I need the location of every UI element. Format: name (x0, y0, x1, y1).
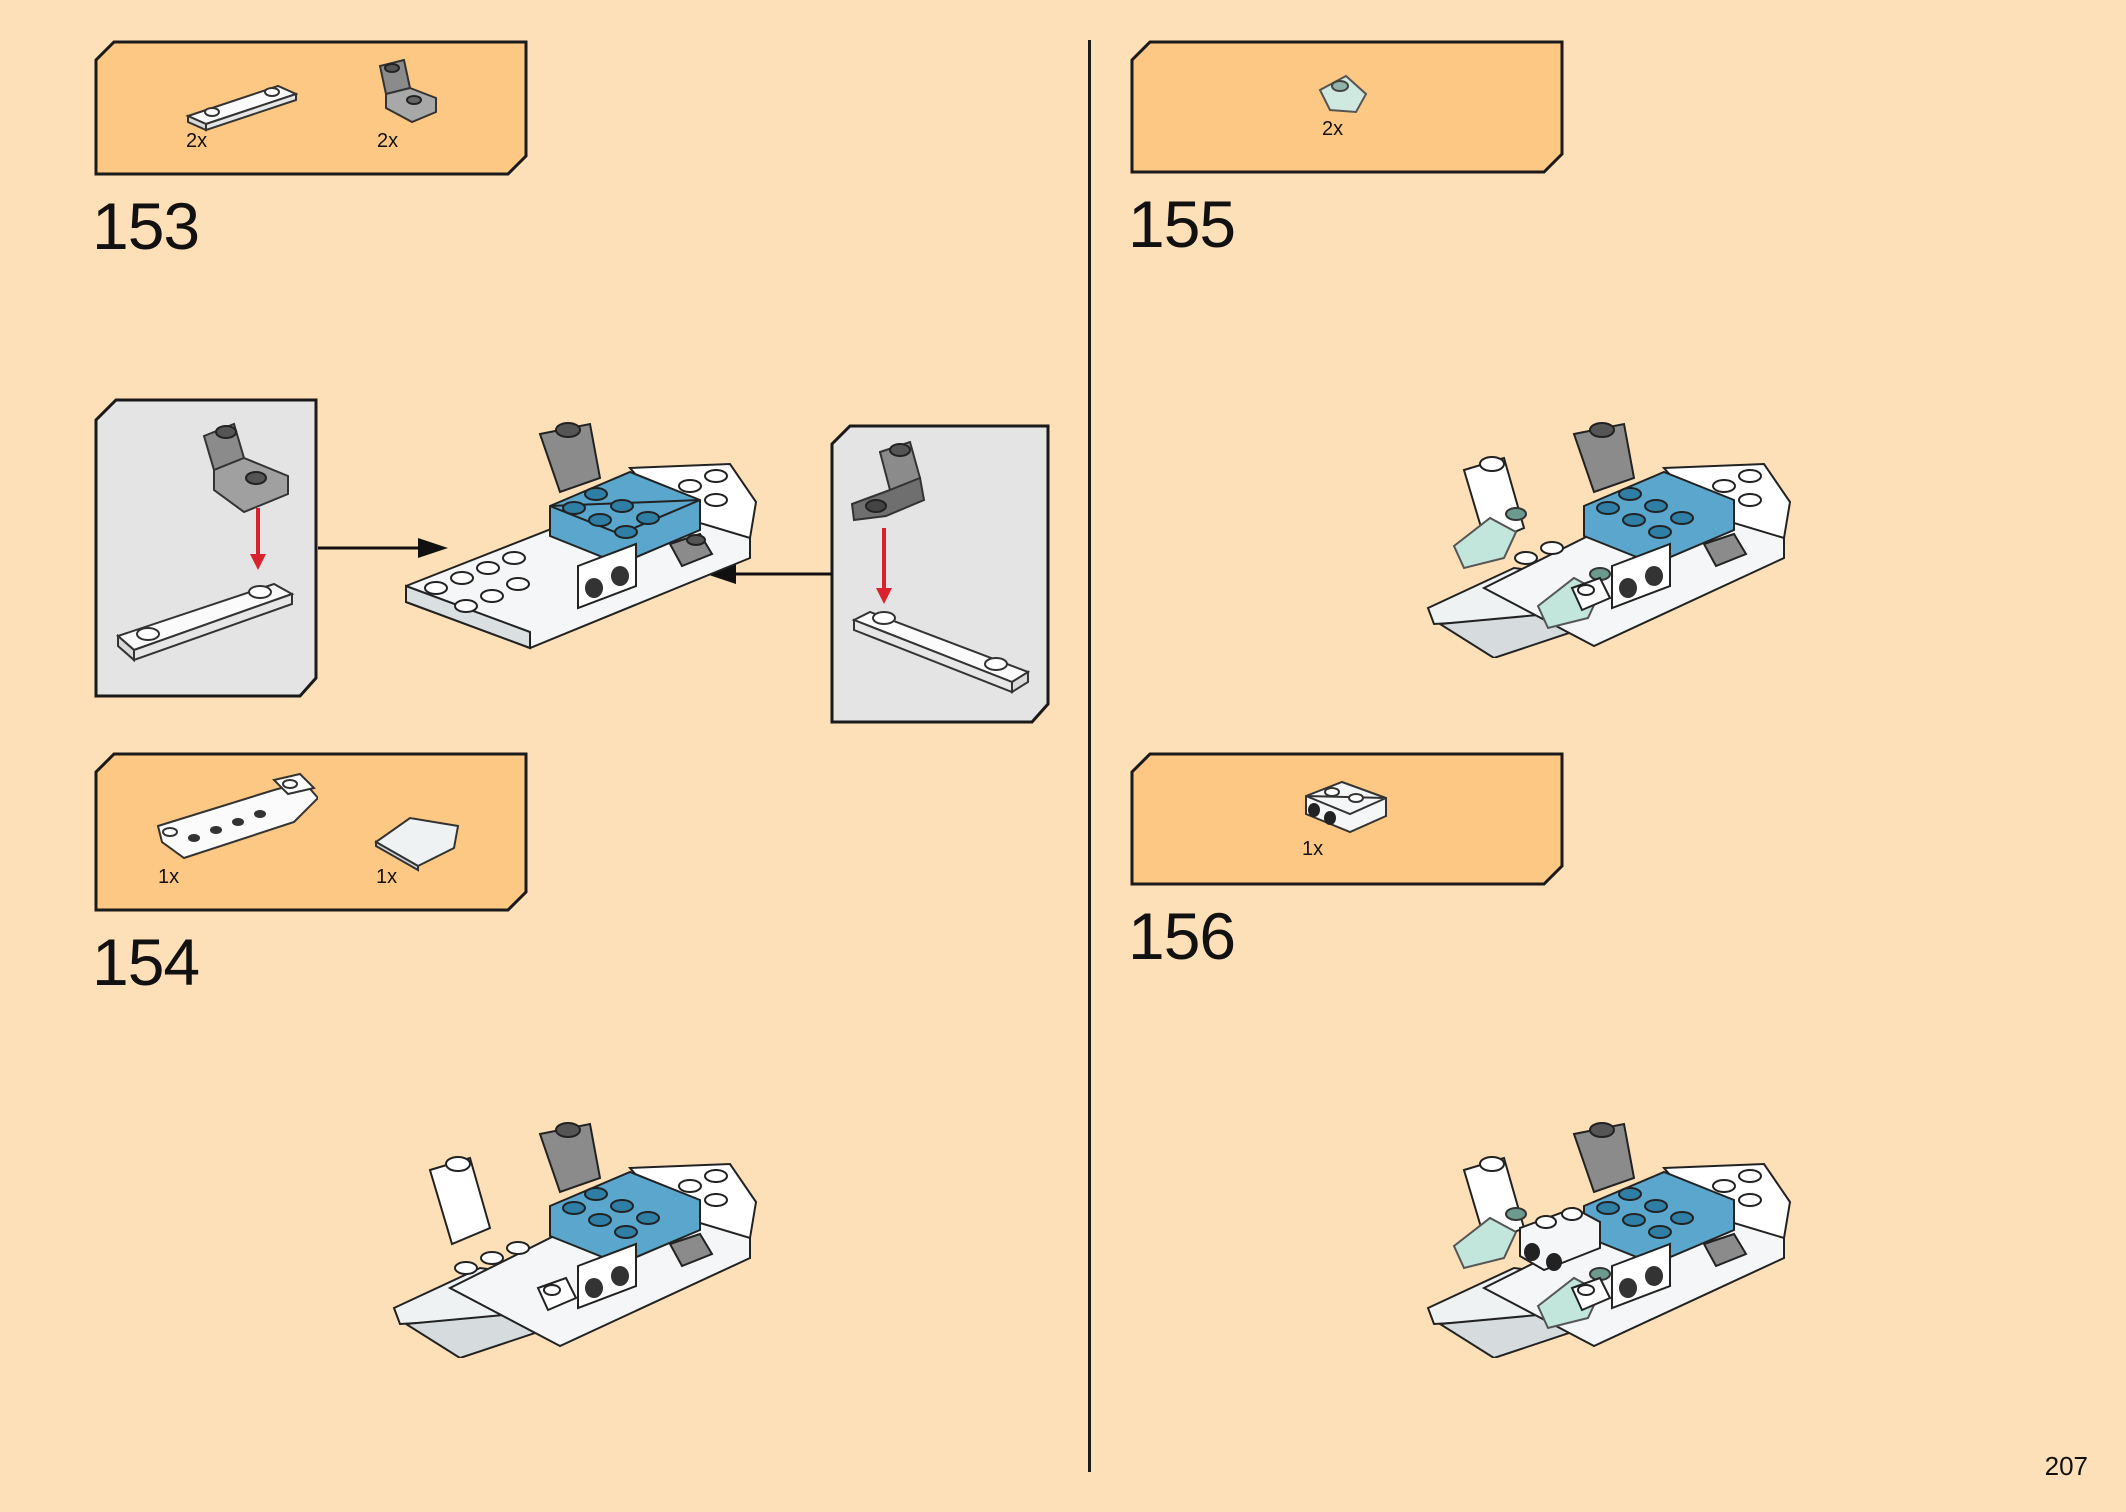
sub-assembly-callout-right (830, 424, 1050, 724)
trans-tooth-icon (1318, 74, 1368, 114)
sub-assembly-callout-left (94, 398, 318, 698)
model-step-156 (1426, 1122, 1792, 1358)
attach-arrow-right (706, 564, 832, 584)
model-step-153 (405, 422, 758, 650)
parts-box-step-156: 1x (1130, 752, 1564, 886)
callout-frame (94, 398, 318, 698)
white-plate-icon (185, 84, 298, 132)
page-number: 207 (2044, 1451, 2088, 1481)
page-divider (1088, 40, 1091, 1472)
parts-box-step-155: 2x (1130, 40, 1564, 174)
white-wedge-plate-icon (374, 816, 460, 872)
white-inverted-slope-icon (156, 772, 318, 860)
step-number: 155 (1128, 187, 1236, 261)
step-number: 156 (1128, 899, 1236, 973)
attach-arrow-left (318, 538, 448, 558)
step-number: 154 (92, 925, 200, 999)
part-quantity: 2x (1322, 118, 1344, 140)
callout-frame (830, 424, 1050, 724)
white-brick-studs-on-side-icon (1305, 780, 1387, 834)
model-step-155 (1426, 422, 1792, 658)
part-quantity: 1x (158, 866, 180, 888)
parts-box-step-154: 1x 1x (94, 752, 528, 912)
step-number: 153 (92, 189, 200, 263)
part-quantity: 2x (186, 130, 208, 152)
part-quantity: 1x (1302, 838, 1324, 860)
parts-box-step-153: 2x 2x (94, 40, 528, 176)
part-quantity: 1x (376, 866, 398, 888)
part-quantity: 2x (377, 130, 399, 152)
model-step-154 (392, 1122, 758, 1358)
parts-box-frame (94, 40, 528, 176)
grey-bracket-icon (378, 58, 437, 124)
